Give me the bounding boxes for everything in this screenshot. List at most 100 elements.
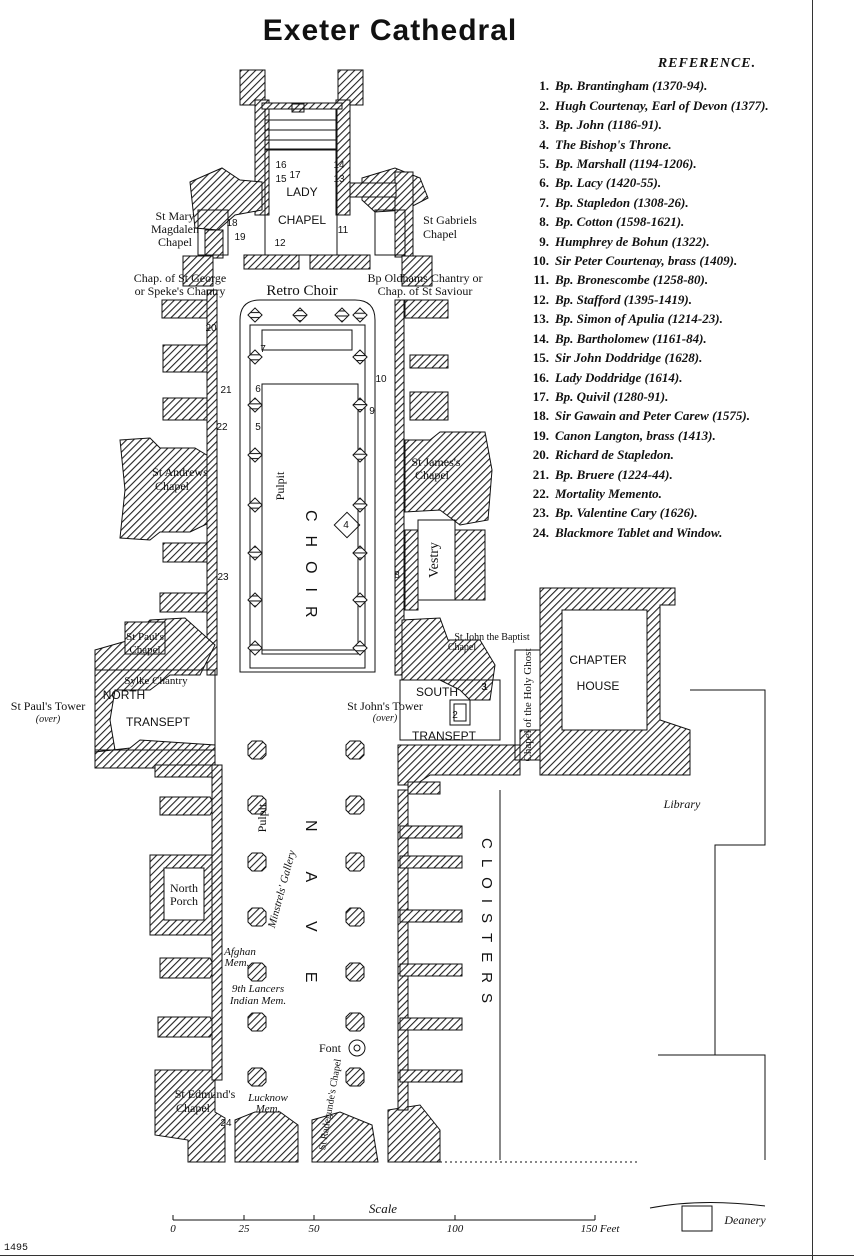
nave-pier [345, 740, 365, 760]
scale-tick-50: 50 [309, 1223, 321, 1235]
reference-text: Canon Langton, brass (1413). [555, 427, 716, 443]
scale-label: Scale [369, 1201, 397, 1216]
choir-pier [352, 497, 368, 513]
label-chapter-house-1: CHAPTER [569, 653, 627, 667]
label-st-john-baptist-1: St John the Baptist [454, 632, 530, 643]
reference-entry: 3.Bp. John (1186-91). [527, 115, 847, 134]
plan-number: 22 [216, 422, 228, 433]
reference-number: 7. [539, 194, 549, 210]
reference-entry: 22.Mortality Memento. [527, 484, 847, 503]
label-st-george-2: or Speke's Chantry [135, 284, 226, 298]
plan-number: 6 [255, 384, 261, 395]
label-st-pauls-tower: St Paul's Tower [11, 699, 85, 713]
plan-number: 14 [333, 160, 345, 171]
plan-number: 4 [343, 520, 349, 531]
nave-north-wall [149, 764, 226, 1163]
reference-entry: 16.Lady Doddridge (1614). [527, 368, 847, 387]
label-st-gabriel-1: St Gabriels [423, 213, 477, 227]
scale-tick-100: 100 [447, 1223, 464, 1235]
north-choir-aisle-walls [119, 289, 218, 676]
reference-entry: 17.Bp. Quivil (1280-91). [527, 387, 847, 406]
choir-pier [247, 307, 263, 323]
reference-text: Bp. Quivil (1280-91). [555, 388, 669, 404]
reference-text: Bp. Marshall (1194-1206). [555, 156, 697, 172]
reference-text: Bp. Bruere (1224-44). [555, 466, 673, 482]
reference-text: Sir Peter Courtenay, brass (1409). [555, 253, 738, 269]
plan-number: 16 [275, 160, 287, 171]
label-north-transept-2: TRANSEPT [126, 715, 191, 729]
label-st-paul-1: St Paul's [126, 631, 164, 643]
reference-entry: 10.Sir Peter Courtenay, brass (1409). [527, 251, 847, 270]
label-choir: CHOIR [302, 510, 319, 632]
label-sylke: Sylke Chantry [124, 675, 188, 687]
label-st-edmund-1: St Edmund's [175, 1087, 236, 1101]
reference-text: Blackmore Tablet and Window. [555, 524, 723, 540]
label-lucknow-2: Mem. [255, 1103, 281, 1115]
reference-text: The Bishop's Throne. [555, 136, 672, 152]
reference-entry: 1.Bp. Brantingham (1370-94). [527, 76, 847, 95]
label-library: Library [663, 797, 701, 811]
lady-chapel-fine-lines [197, 108, 406, 256]
reference-entry: 18.Sir Gawain and Peter Carew (1575). [527, 406, 847, 425]
label-st-andrew-2: Chapel [155, 479, 190, 493]
plan-number: 5 [255, 422, 261, 433]
label-over-south: (over) [373, 713, 398, 724]
reference-entry: 12.Bp. Stafford (1395-1419). [527, 290, 847, 309]
reference-number: 21. [532, 466, 549, 482]
nave-pier [345, 795, 365, 815]
reference-key: REFERENCE. 1.Bp. Brantingham (1370-94).2… [527, 54, 847, 542]
reference-number: 11. [533, 272, 549, 288]
label-st-johns-tower: St John's Tower [347, 699, 423, 713]
plan-number: 13 [333, 174, 345, 185]
reference-number: 15. [532, 350, 549, 366]
choir-pier [352, 640, 368, 656]
south-choir-aisle-walls [394, 299, 493, 676]
reference-text: Bp. Simon of Apulia (1214-23). [555, 311, 723, 327]
reference-entry: 4.The Bishop's Throne. [527, 135, 847, 154]
reference-entry: 24.Blackmore Tablet and Window. [527, 523, 847, 542]
label-south-transept-1: SOUTH [416, 685, 458, 699]
plan-number: 3 [481, 682, 487, 693]
reference-text: Bp. Lacy (1420-55). [555, 175, 662, 191]
reference-entry: 5.Bp. Marshall (1194-1206). [527, 154, 847, 173]
reference-text: Bp. Bartholomew (1161-84). [555, 330, 707, 346]
reference-entry: 21. Bp. Bruere (1224-44). [527, 465, 847, 484]
label-st-mary-3: Chapel [158, 235, 193, 249]
plan-number: 12 [274, 238, 286, 249]
nave-south-wall [397, 781, 463, 1111]
reference-text: Humphrey de Bohun (1322). [555, 233, 710, 249]
reference-number: 3. [539, 117, 549, 133]
nave-piers [247, 740, 365, 1087]
choir-pier [247, 545, 263, 561]
label-lady-chapel-1: LADY [286, 185, 317, 199]
reference-entry: 13.Bp. Simon of Apulia (1214-23). [527, 309, 847, 328]
plan-number: 15 [275, 174, 287, 185]
plan-number: 23 [217, 572, 229, 583]
nave-pier [345, 1012, 365, 1032]
library-boundary [658, 689, 766, 1160]
label-afghan-2: Mem. [224, 957, 250, 969]
reference-text: Bp. Brantingham (1370-94). [555, 78, 708, 94]
label-retro-choir: Retro Choir [266, 283, 337, 299]
reference-entry: 8.Bp. Cotton (1598-1621). [527, 212, 847, 231]
reference-number: 22. [532, 485, 549, 501]
label-st-john-baptist-2: Chapel [448, 642, 477, 653]
choir-pier [247, 497, 263, 513]
page-bottom-edge [0, 1255, 854, 1256]
page-fold-line [812, 0, 813, 1260]
scale-bar [172, 1201, 766, 1232]
reference-list: 1.Bp. Brantingham (1370-94).2.Hugh Court… [527, 76, 847, 542]
reference-number: 9. [539, 233, 549, 249]
label-oldham-1: Bp Oldhams Chantry or [368, 271, 483, 285]
reference-heading: REFERENCE. [657, 56, 757, 71]
label-north-porch-1: North [170, 881, 198, 895]
reference-text: Lady Doddridge (1614). [555, 369, 683, 385]
label-st-paul-2: Chapel [129, 644, 160, 656]
reference-entry: 14.Bp. Bartholomew (1161-84). [527, 329, 847, 348]
reference-entry: 7.Bp. Stapledon (1308-26). [527, 193, 847, 212]
label-lancers-2: Indian Mem. [229, 995, 286, 1007]
label-st-mary-2: Magdalen [151, 222, 199, 236]
reference-entry: 23.Bp. Valentine Cary (1626). [527, 503, 847, 522]
